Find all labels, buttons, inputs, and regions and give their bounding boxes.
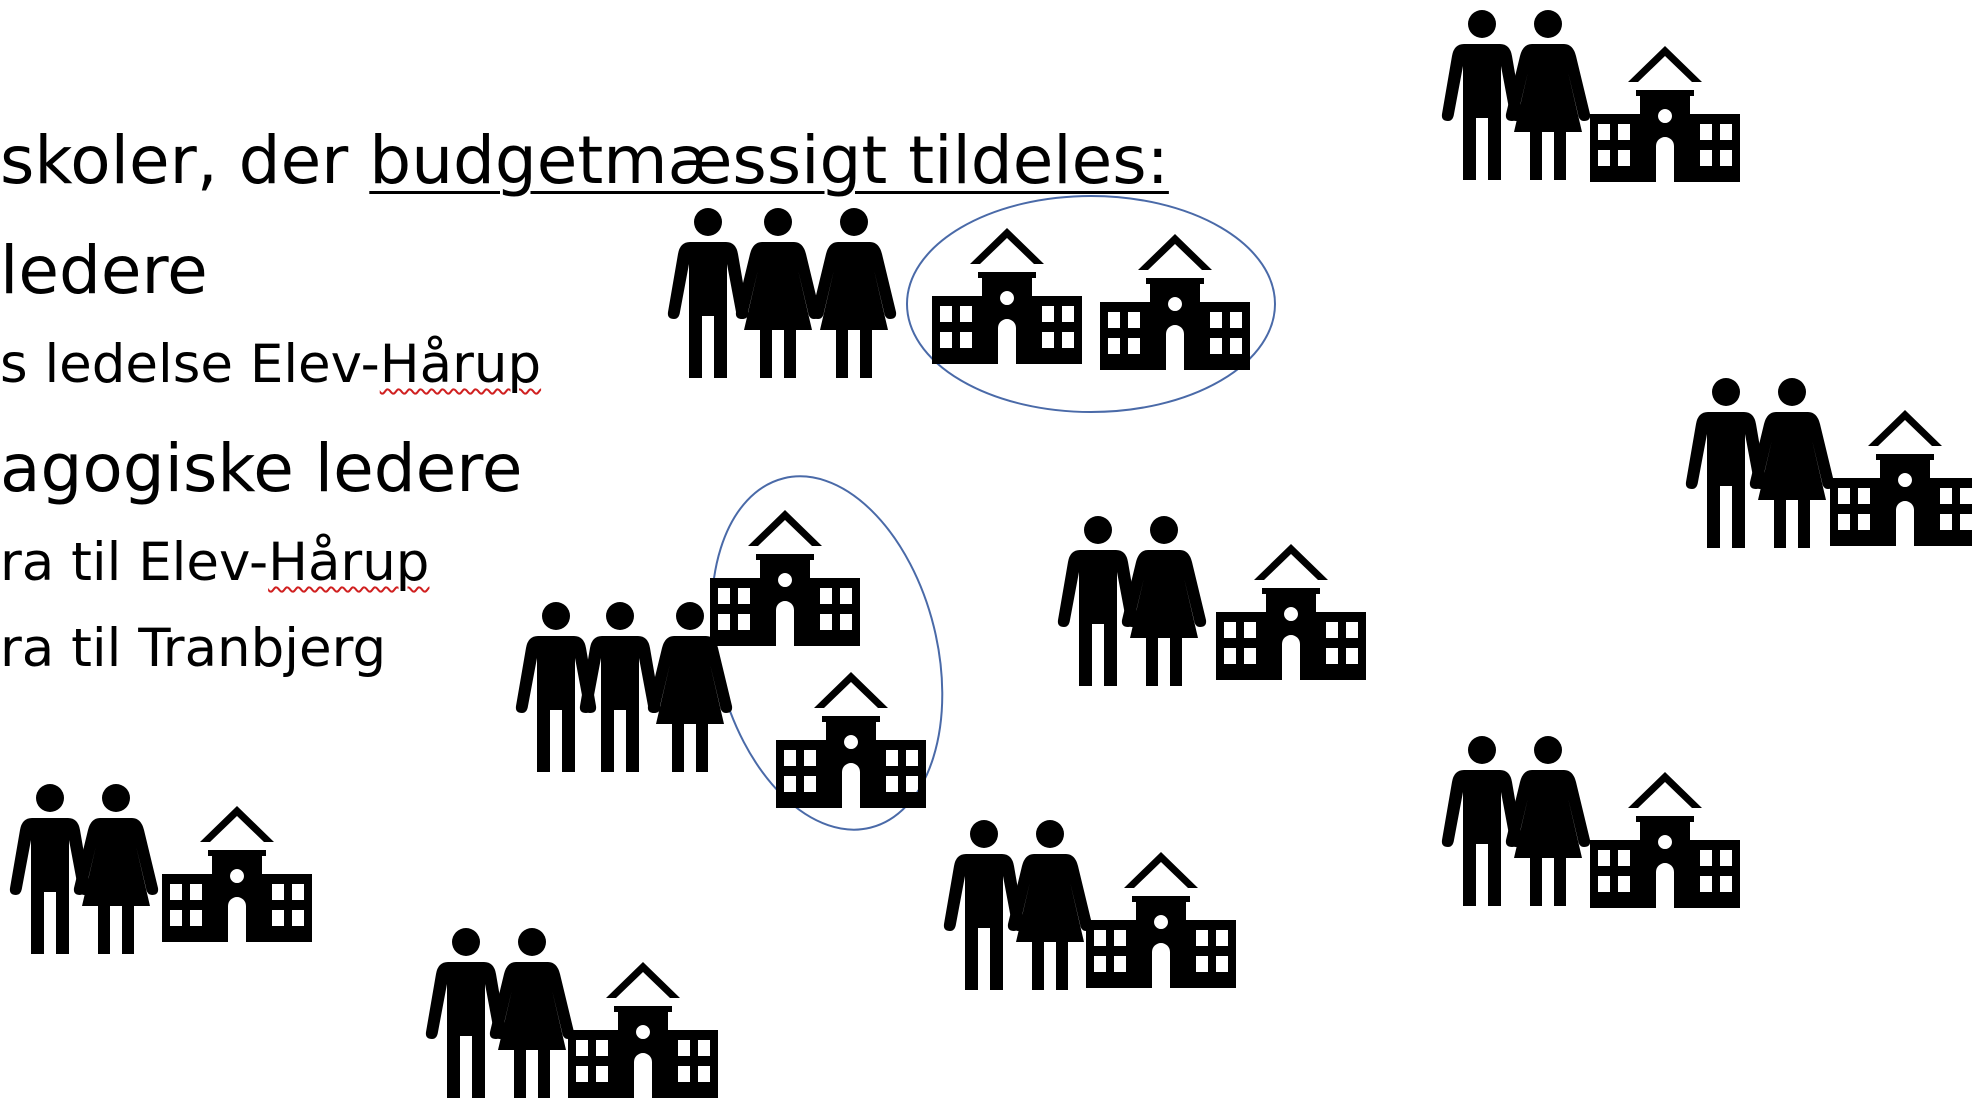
school-building-icon — [776, 672, 926, 808]
person-icon — [1685, 378, 1767, 548]
school-building-icon — [932, 228, 1082, 364]
school-building-icon — [710, 510, 860, 646]
bullet-3-text: agogiske ledere — [0, 430, 523, 507]
bullet-3: agogiske ledere — [0, 436, 523, 502]
school-building-icon — [568, 962, 718, 1098]
person-icon — [1007, 820, 1093, 990]
bullet-4-spellcheck-word: Hårup — [268, 532, 430, 593]
school-building-icon — [1100, 234, 1250, 370]
slide-heading: skoler, der budgetmæssigt tildeles: — [0, 128, 1169, 194]
school-building-icon — [1830, 410, 1972, 546]
bullet-2: s ledelse Elev-Hårup — [0, 338, 541, 391]
school-building-icon — [1590, 46, 1740, 182]
person-icon — [1121, 516, 1207, 686]
bullet-4: ra til Elev-Hårup — [0, 536, 429, 589]
person-icon — [1441, 10, 1523, 180]
person-icon — [1505, 10, 1591, 180]
grouping-ellipse-top — [906, 195, 1276, 413]
bullet-5: ra til Tranbjerg — [0, 622, 386, 675]
bullet-2-spellcheck-word: Hårup — [379, 334, 542, 395]
person-icon — [647, 602, 733, 772]
bullet-1: ledere — [0, 238, 208, 304]
person-icon — [425, 928, 507, 1098]
bullet-5-text: ra til Tranbjerg — [0, 618, 387, 679]
person-icon — [1505, 736, 1591, 906]
person-icon — [943, 820, 1025, 990]
heading-prefix: skoler, der — [0, 122, 370, 199]
bullet-2-text: s ledelse Elev- — [0, 334, 380, 395]
person-icon — [1749, 378, 1835, 548]
person-icon — [489, 928, 575, 1098]
person-icon — [667, 208, 749, 378]
person-icon — [73, 784, 159, 954]
school-building-icon — [1216, 544, 1366, 680]
bullet-4-text: ra til Elev- — [0, 532, 269, 593]
school-building-icon — [1086, 852, 1236, 988]
bullet-1-text: ledere — [0, 232, 208, 309]
person-icon — [1057, 516, 1139, 686]
person-icon — [811, 208, 897, 378]
person-icon — [579, 602, 661, 772]
person-icon — [735, 208, 821, 378]
person-icon — [1441, 736, 1523, 906]
school-building-icon — [1590, 772, 1740, 908]
heading-underlined: budgetmæssigt tildeles: — [369, 122, 1169, 199]
school-building-icon — [162, 806, 312, 942]
person-icon — [9, 784, 91, 954]
